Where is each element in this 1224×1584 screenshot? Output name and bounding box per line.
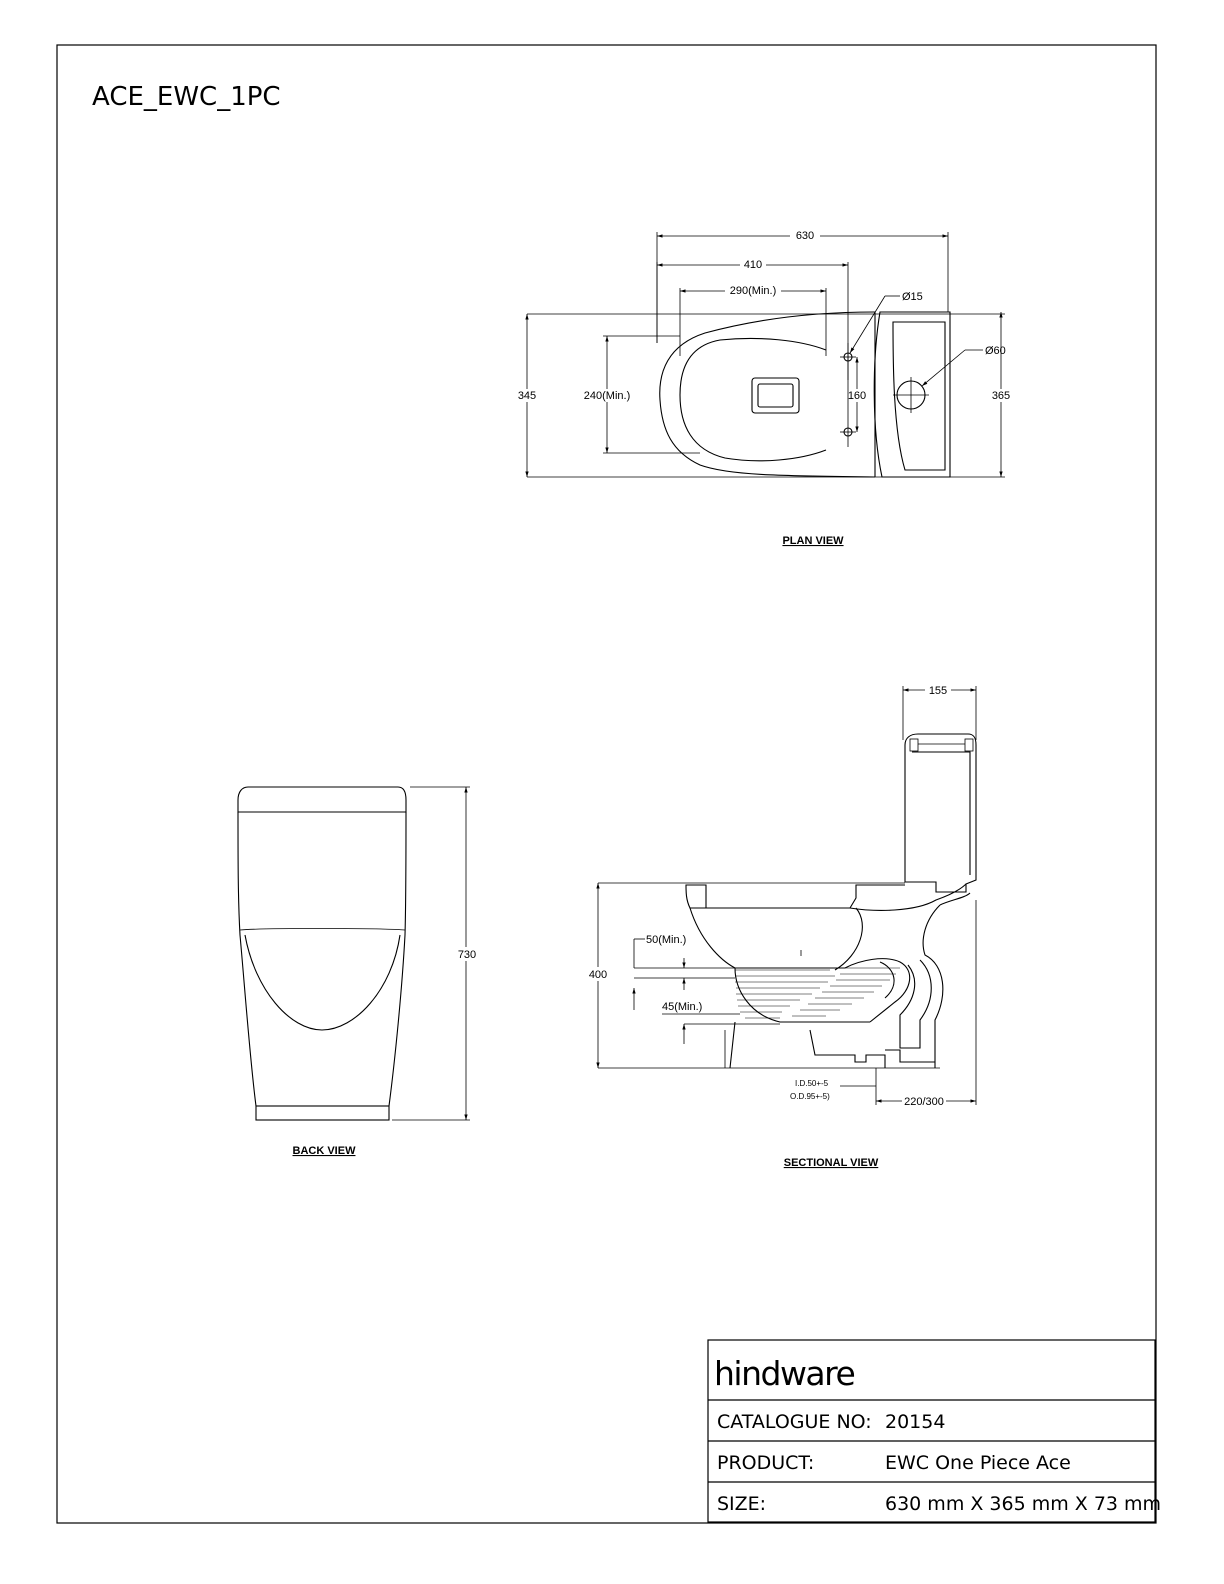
product-label: PRODUCT: — [717, 1452, 814, 1474]
sectional-view-label: SECTIONAL VIEW — [784, 1157, 879, 1169]
sectional-view: 155 — [587, 683, 977, 1169]
dim-345: 345 — [518, 390, 536, 402]
dim-365: 365 — [992, 390, 1010, 402]
drawing-title: ACE_EWC_1PC — [92, 82, 281, 112]
dim-240-min: 240(Min.) — [584, 390, 630, 402]
dim-220-300: 220/300 — [904, 1096, 944, 1108]
dim-dia-60: Ø60 — [985, 345, 1006, 357]
dim-400: 400 — [589, 969, 607, 981]
plan-view: 630 410 290(Min.) 160 — [516, 228, 1012, 547]
dim-155: 155 — [929, 685, 947, 697]
product-value: EWC One Piece Ace — [885, 1452, 1071, 1474]
title-block: hindware CATALOGUE NO: 20154 PRODUCT: EW… — [707, 1339, 1161, 1523]
dim-290-min: 290(Min.) — [730, 285, 776, 297]
size-label: SIZE: — [717, 1493, 766, 1515]
dim-50-min: 50(Min.) — [646, 934, 686, 946]
catalogue-value: 20154 — [885, 1411, 945, 1433]
size-value: 630 mm X 365 mm X 73 mm — [885, 1493, 1161, 1515]
dim-160: 160 — [848, 390, 866, 402]
dim-410: 410 — [744, 259, 762, 271]
back-view: 730 BACK VIEW — [237, 786, 478, 1157]
catalogue-label: CATALOGUE NO: — [717, 1411, 872, 1433]
dim-45-min: 45(Min.) — [662, 1001, 702, 1013]
outlet-od: O.D.95+-5) — [790, 1092, 830, 1101]
plan-view-label: PLAN VIEW — [782, 535, 844, 547]
back-view-label: BACK VIEW — [293, 1145, 357, 1157]
dim-dia-15: Ø15 — [902, 291, 923, 303]
dim-730: 730 — [458, 949, 476, 961]
outlet-id: I.D.50+-5 — [795, 1079, 829, 1088]
dim-630: 630 — [796, 230, 814, 242]
brand-logo: hindware — [714, 1354, 855, 1393]
sheet-border — [56, 44, 1157, 1524]
